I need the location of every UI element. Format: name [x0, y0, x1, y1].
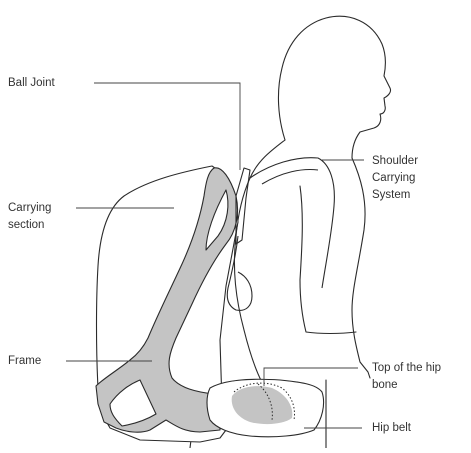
label-shoulder-line1: Shoulder [372, 154, 418, 168]
label-hip-top-line1: Top of the hip [372, 361, 441, 375]
label-ball-joint: Ball Joint [8, 76, 55, 90]
label-carrying-section-line1: Carrying [8, 201, 51, 215]
human-head [278, 16, 390, 158]
leader-ball-joint [94, 83, 240, 170]
shoulder-strap-inner [262, 170, 318, 184]
human-arm [300, 186, 356, 334]
shoulder-strap-outer [250, 158, 334, 288]
shoulder-carrying-system [227, 158, 334, 311]
label-hip-top-line2: bone [372, 378, 398, 392]
ball-joint-mount [236, 168, 250, 244]
label-shoulder-line2: Carrying [372, 171, 415, 185]
label-hip-belt: Hip belt [372, 421, 411, 435]
label-carrying-section-line2: section [8, 218, 44, 232]
label-frame: Frame [8, 354, 41, 368]
human-front [352, 158, 370, 378]
label-shoulder-line3: System [372, 188, 410, 202]
